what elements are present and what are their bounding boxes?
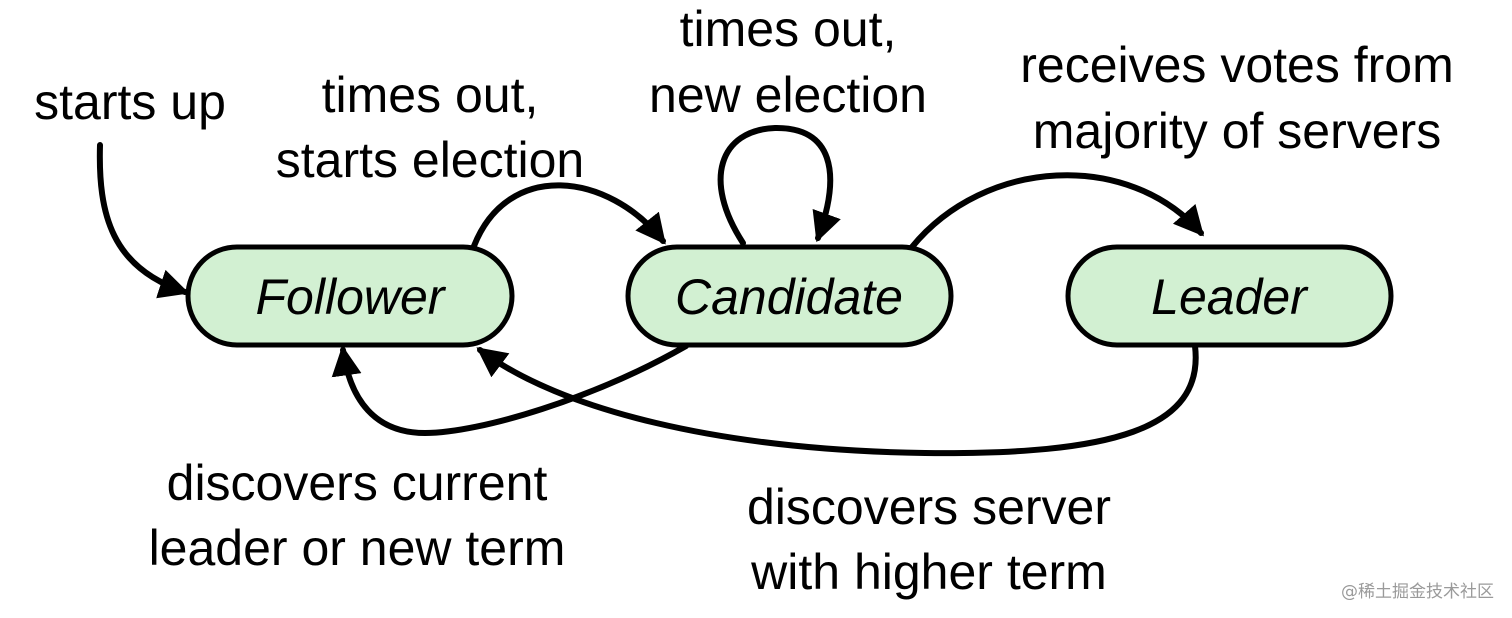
candidate-self-loop-arrow: [717, 124, 841, 246]
label-leader-to-follower-line-1: discovers server: [747, 479, 1111, 535]
state-candidate-box: [625, 244, 954, 348]
label-candidate-to-leader-line-2: majority of servers: [1033, 103, 1441, 159]
leader-to-follower-arrow: [476, 343, 1199, 457]
state-leader-label: Leader: [1151, 269, 1309, 325]
label-candidate-self-line-2: new election: [649, 67, 927, 123]
follower-to-candidate-arrow: [471, 182, 666, 249]
start-arrow: [96, 142, 190, 299]
label-candidate-to-leader-line-1: receives votes from: [1020, 37, 1453, 93]
state-candidate-label: Candidate: [675, 269, 903, 325]
label-leader-to-follower-line-2: with higher term: [750, 544, 1107, 600]
label-candidate-to-follower-line-2: leader or new term: [149, 520, 566, 576]
watermark-text: @稀土掘金技术社区: [1341, 582, 1494, 602]
label-candidate-self-line-1: times out,: [680, 1, 897, 57]
label-candidate-to-follower-line-1: discovers current: [167, 455, 548, 511]
state-follower-label: Follower: [256, 269, 447, 325]
state-candidate: Candidate: [625, 244, 954, 348]
state-follower-box: [185, 244, 515, 348]
label-follower-to-candidate-line-1: times out,: [322, 67, 539, 123]
candidate-to-follower-arrow: [331, 343, 689, 437]
state-leader-box: [1065, 244, 1394, 348]
label-follower-to-candidate-line-2: starts election: [276, 132, 584, 188]
state-follower: Follower: [185, 244, 515, 348]
candidate-to-leader-arrow: [909, 172, 1204, 250]
state-leader: Leader: [1065, 244, 1394, 348]
label-starts-up: starts up: [34, 74, 226, 130]
